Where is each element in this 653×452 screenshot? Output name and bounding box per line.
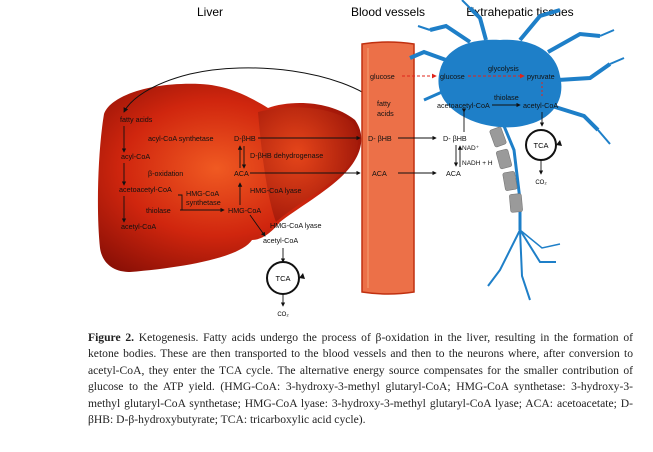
neuron-tca: TCA: [534, 141, 549, 150]
liver-hmg-coa-lyase-2: HMG-CoA lyase: [270, 221, 322, 230]
liver-hmg-coa: HMG-CoA: [228, 206, 261, 215]
neuron-acetyl-coa: acetyl-CoA: [523, 101, 558, 110]
neuron-pyruvate: pyruvate: [527, 72, 555, 81]
liver-acetyl-coa-2: acetyl-CoA: [263, 236, 298, 245]
liver-co2: CO₂: [277, 312, 289, 318]
neuron-aca: ACA: [446, 169, 461, 178]
neuron-thiolase: thiolase: [494, 93, 519, 102]
neuron-nadh: NADH + H: [462, 160, 493, 167]
liver-acetyl-coa: acetyl-CoA: [121, 222, 156, 231]
myelin-sheath: [489, 126, 523, 213]
liver-acetoacetyl-coa: acetoacetyl-CoA: [119, 185, 172, 194]
blood-glucose: glucose: [370, 72, 395, 81]
ketogenesis-figure: Liver Blood vessels Extrahepatic tissues…: [97, 0, 625, 318]
header-liver: Liver: [197, 5, 223, 19]
neuron-d-bhb: D- βHB: [443, 134, 467, 143]
neuron-glucose: glucose: [440, 72, 465, 81]
liver-acyl-coa-synthetase: acyl-CoA synthetase: [148, 134, 214, 143]
blood-vessel: [361, 41, 415, 295]
neuron-nad: NAD⁺: [462, 145, 480, 152]
figure-caption: Figure 2. Ketogenesis. Fatty acids under…: [88, 330, 633, 428]
neuron-acetoacetyl-coa: acetoacetyl-CoA: [437, 101, 490, 110]
neuron-co2: CO₂: [535, 180, 547, 186]
neuron-glycolysis: glycolysis: [488, 64, 519, 73]
fatty-acids-arc: [123, 67, 381, 113]
liver-d-bhb: D-βHB: [234, 134, 256, 143]
liver-tca: TCA: [276, 274, 291, 283]
caption-text: Ketogenesis. Fatty acids undergo the pro…: [88, 331, 633, 427]
liver-hmg-coa-lyase: HMG-CoA lyase: [250, 186, 302, 195]
liver-fatty-acids: fatty acids: [120, 115, 153, 124]
liver-thiolase: thiolase: [146, 206, 171, 215]
blood-d-bhb: D- βHB: [368, 134, 392, 143]
neuron-tca-cycle: TCA CO₂: [525, 129, 562, 186]
liver-hmg-coa-synthetase-2: synthetase: [186, 198, 221, 207]
neuron: [409, 0, 625, 301]
liver-beta-oxidation: β-oxidation: [148, 169, 183, 178]
liver-organ: [97, 83, 362, 272]
blood-fatty: fatty: [377, 99, 391, 108]
liver-acyl-coa: acyl-CoA: [121, 152, 150, 161]
liver-aca: ACA: [234, 169, 249, 178]
liver-bhb-dehydrogenase: D-βHB dehydrogenase: [250, 151, 323, 160]
caption-label: Figure 2.: [88, 331, 135, 344]
blood-aca: ACA: [372, 169, 387, 178]
liver-hmg-coa-synthetase-1: HMG-CoA: [186, 189, 219, 198]
header-blood-vessels: Blood vessels: [351, 5, 425, 19]
blood-acids: acids: [377, 109, 394, 118]
liver-tca-cycle: TCA CO₂: [266, 248, 305, 318]
